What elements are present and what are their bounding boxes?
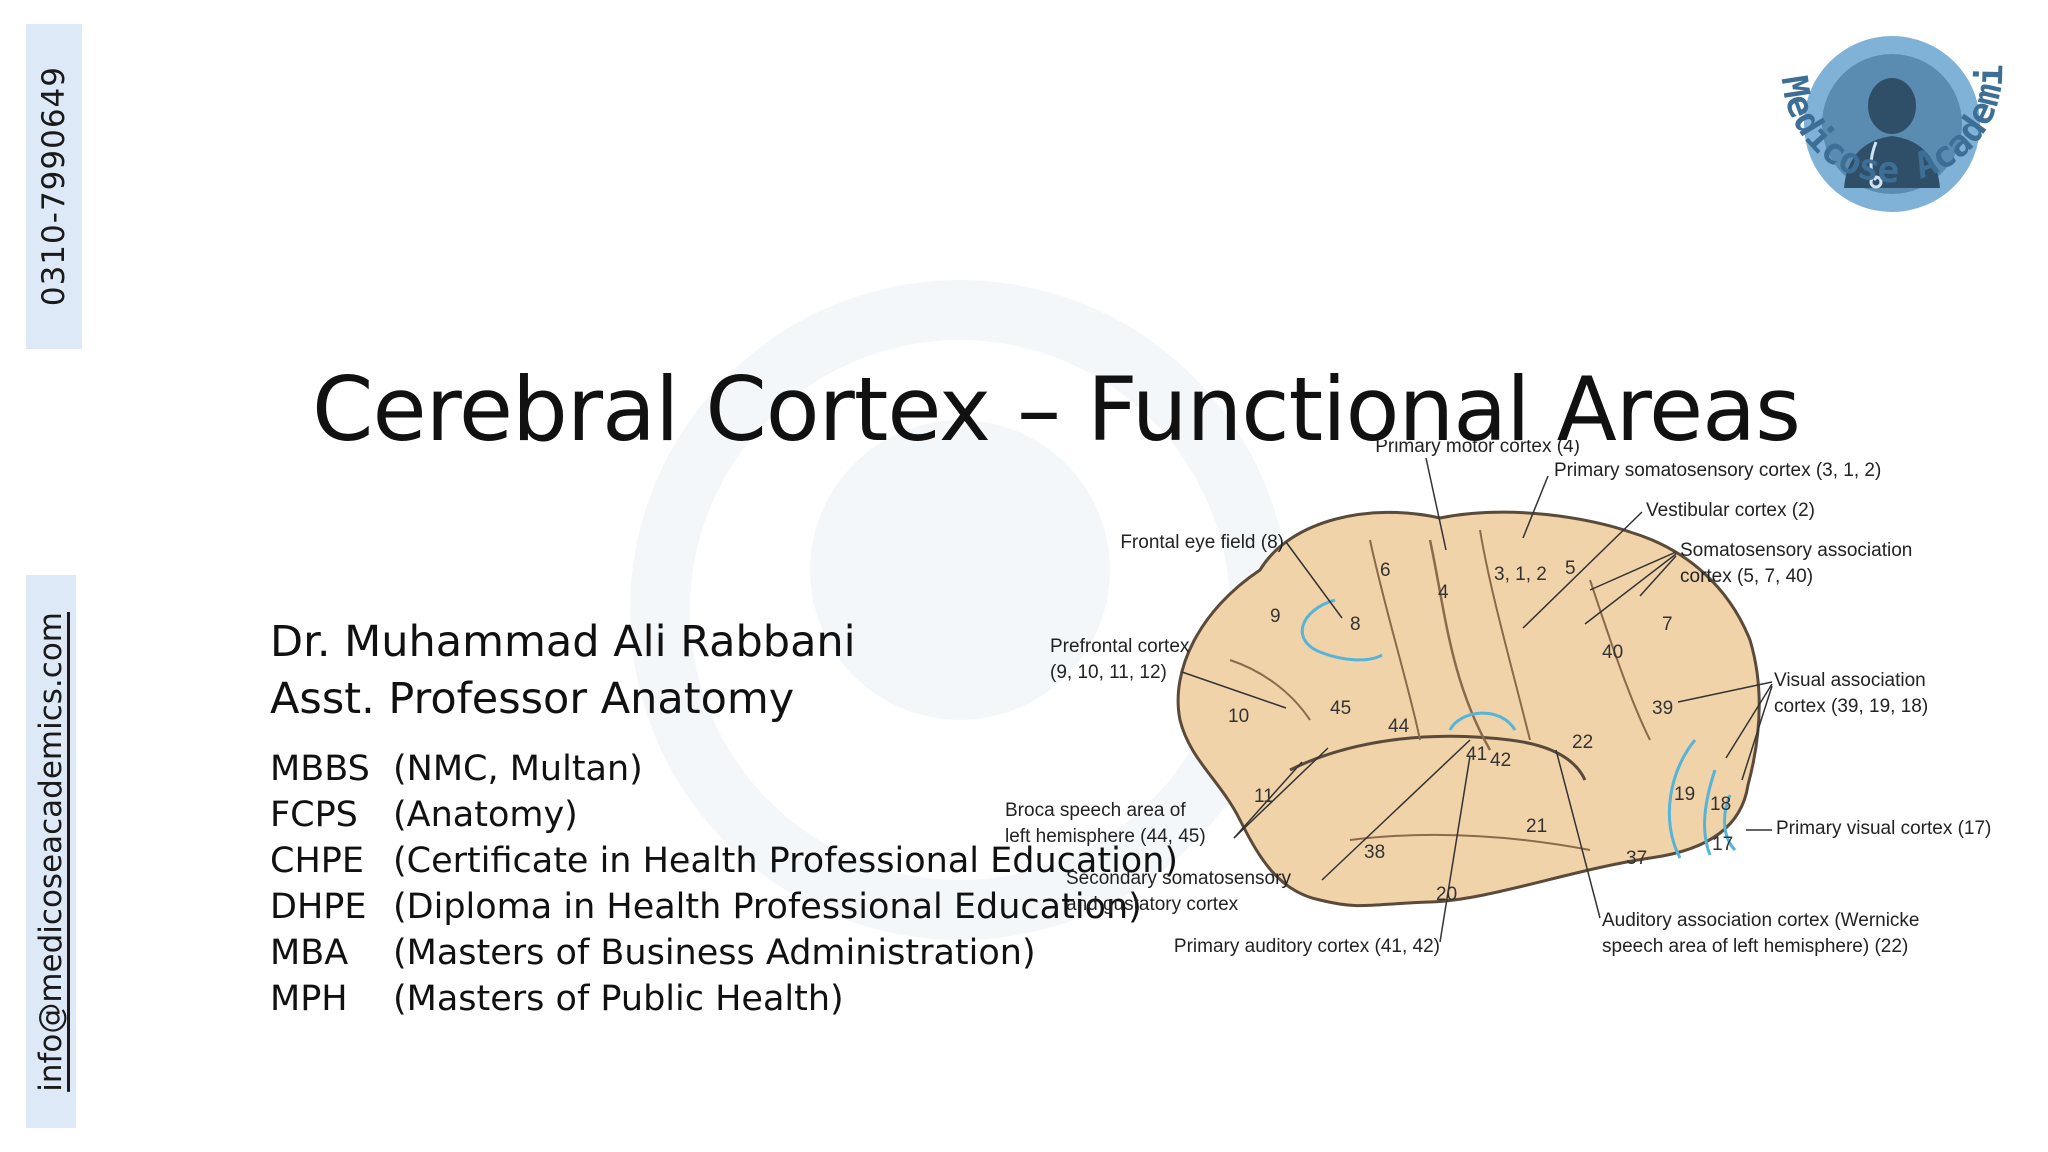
panel-letter: A — [990, 440, 994, 445]
qualification-degree: FCPS — [270, 795, 393, 835]
presenter-name: Dr. Muhammad Ali Rabbani — [270, 614, 856, 671]
qualification-detail: (Masters of Public Health) — [393, 979, 844, 1019]
area-label: 42 — [1490, 750, 1511, 771]
qualification-degree: CHPE — [270, 841, 393, 881]
area-label: 38 — [1364, 842, 1385, 863]
label-auditory-assoc-2: speech area of left hemisphere) (22) — [1602, 936, 1908, 957]
area-label: 21 — [1526, 816, 1547, 837]
area-label: 39 — [1652, 698, 1673, 719]
area-label: 9 — [1270, 606, 1281, 627]
area-label: 41 — [1466, 744, 1487, 765]
label-secondary-somato-1: Secondary somatosensory — [1066, 868, 1291, 889]
qualification-detail: (Masters of Business Administration) — [393, 933, 1036, 973]
area-label: 10 — [1228, 706, 1249, 727]
label-somato-assoc-2: cortex (5, 7, 40) — [1680, 566, 1813, 587]
label-broca-1: Broca speech area of — [1005, 800, 1186, 821]
label-primary-somatosensory: Primary somatosensory cortex (3, 1, 2) — [1554, 460, 1881, 481]
area-label: 11 — [1254, 786, 1274, 807]
area-label: 8 — [1350, 614, 1361, 635]
phone-number: 0310-7990649 — [36, 66, 72, 306]
qualification-degree: MBA — [270, 933, 393, 973]
label-broca-2: left hemisphere (44, 45) — [1005, 826, 1206, 847]
email-link[interactable]: info@medicoseacademics.com — [33, 612, 69, 1092]
area-label: 3, 1, 2 — [1494, 564, 1547, 585]
qualification-degree: MPH — [270, 979, 393, 1019]
qualification-detail: (NMC, Multan) — [393, 749, 643, 789]
label-auditory-assoc-1: Auditory association cortex (Wernicke — [1602, 910, 1920, 931]
brain-functional-areas-diagram: Primary motor cortex (4) Primary somatos… — [990, 440, 2035, 970]
phone-tab: 0310-7990649 — [26, 24, 82, 349]
label-primary-auditory: Primary auditory cortex (41, 42) — [1174, 936, 1440, 957]
label-prefrontal-2: (9, 10, 11, 12) — [1050, 662, 1167, 683]
area-label: 17 — [1712, 834, 1733, 855]
label-secondary-somato-2: and gustatory cortex — [1066, 894, 1239, 915]
email-tab: info@medicoseacademics.com — [26, 575, 76, 1128]
presenter-role: Asst. Professor Anatomy — [270, 671, 856, 728]
area-label: 6 — [1380, 560, 1391, 581]
label-prefrontal-1: Prefrontal cortex — [1050, 636, 1190, 657]
presenter-block: Dr. Muhammad Ali Rabbani Asst. Professor… — [270, 614, 856, 728]
area-label: 37 — [1626, 848, 1647, 869]
area-label: 40 — [1602, 642, 1623, 663]
qualification-detail: (Anatomy) — [393, 795, 578, 835]
qualification-item: MPH (Masters of Public Health) — [270, 976, 1178, 1022]
medicose-academics-logo: Medicose Academics — [1738, 18, 2028, 268]
area-label: 44 — [1388, 716, 1410, 737]
label-visual-assoc-1: Visual association — [1774, 670, 1926, 691]
area-label: 19 — [1674, 784, 1695, 805]
area-label: 22 — [1572, 732, 1593, 753]
area-label: 7 — [1662, 614, 1673, 635]
qualification-degree: MBBS — [270, 749, 393, 789]
area-label: 4 — [1438, 582, 1449, 603]
area-label: 18 — [1710, 794, 1731, 815]
label-frontal-eye: Frontal eye field (8) — [1120, 532, 1284, 553]
label-primary-visual: Primary visual cortex (17) — [1776, 818, 1991, 839]
label-somato-assoc-1: Somatosensory association — [1680, 540, 1912, 561]
area-label: 5 — [1565, 558, 1576, 579]
label-primary-motor: Primary motor cortex (4) — [1375, 440, 1580, 457]
area-label: 20 — [1436, 884, 1457, 905]
area-label: 45 — [1330, 698, 1351, 719]
label-vestibular: Vestibular cortex (2) — [1646, 500, 1815, 521]
qualification-degree: DHPE — [270, 887, 393, 927]
label-visual-assoc-2: cortex (39, 19, 18) — [1774, 696, 1928, 717]
